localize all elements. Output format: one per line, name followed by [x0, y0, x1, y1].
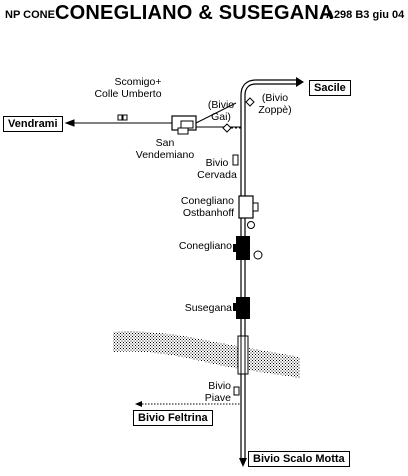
bivio-cervada-box [232, 154, 239, 166]
page-title: CONEGLIANO & SUSEGANA [55, 2, 334, 24]
ostbanhoff-symbol [247, 221, 255, 229]
bivio-zoppe-junction [245, 97, 255, 107]
conegliano-ostbanhoff-station [238, 195, 254, 219]
scomigo-halt [117, 114, 123, 121]
arrow-to-sacile [296, 77, 304, 87]
arrow-to-bivio-scalo-motta [239, 458, 247, 467]
branch-vendrami [64, 102, 241, 128]
destination-vendrami: Vendrami [3, 116, 63, 132]
label-conegliano: Conegliano [178, 240, 232, 252]
label-bivio-zoppe: (Bivio Zoppè) [258, 92, 292, 116]
map-prefix: NP CONE [5, 9, 55, 21]
bivio-piave-box [233, 386, 240, 396]
conegliano-symbol [253, 250, 263, 260]
label-colle-umberto: Colle Umberto [94, 88, 162, 100]
piave-bridge [237, 335, 249, 375]
main-line [240, 79, 296, 458]
label-san-vendemiano: San Vendemiano [135, 137, 195, 161]
label-scomigo: Scomigo+ [114, 76, 162, 88]
destination-sacile: Sacile [309, 80, 351, 96]
bivio-gai-junction [222, 123, 232, 133]
destination-bivio-scalo-motta: Bivio Scalo Motta [248, 451, 350, 467]
label-bivio-gai: (Bivio Gai) [207, 99, 235, 123]
label-conegliano-ostbanhoff: Conegliano Ostbanhoff [180, 195, 234, 219]
label-bivio-piave: Bivio Piave [204, 380, 231, 404]
conegliano-station [236, 236, 250, 260]
susegana-station [236, 297, 250, 319]
destination-bivio-feltrina: Bivio Feltrina [133, 410, 213, 426]
label-susegana: Susegana [184, 302, 232, 314]
river-piave [113, 331, 300, 378]
label-bivio-cervada: Bivio Cervada [197, 157, 237, 181]
map-code: A298 B3 giu 04 [326, 9, 405, 21]
